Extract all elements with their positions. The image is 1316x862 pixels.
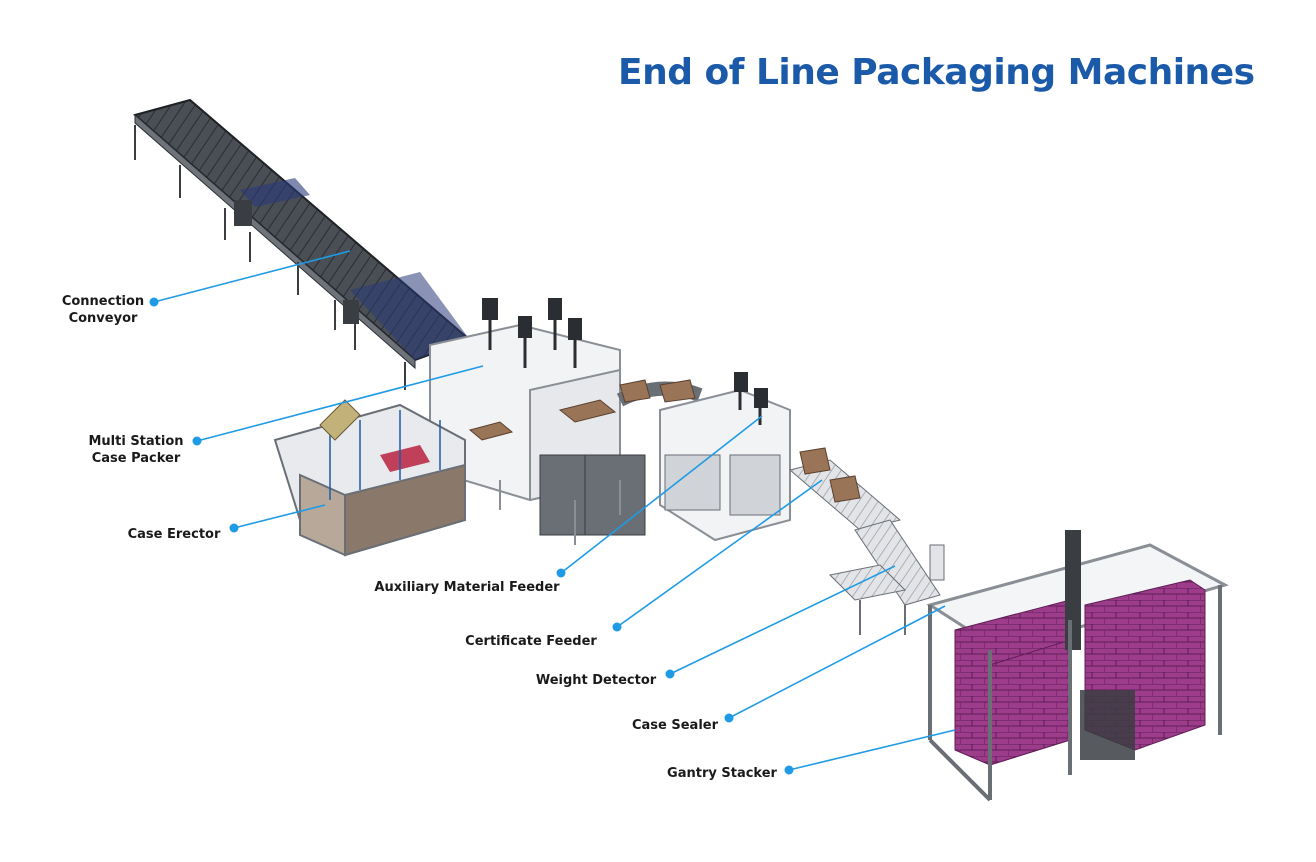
leader-line-auxiliary-feeder	[560, 415, 763, 574]
leader-line-weight-detector	[669, 565, 896, 675]
label-connection-conveyor: Connection Conveyor	[52, 293, 154, 327]
leader-dot-case-erector	[229, 523, 239, 533]
leader-dot-auxiliary-feeder	[556, 568, 566, 578]
label-case-packer-line2: Case Packer	[91, 451, 181, 466]
leader-dots	[149, 297, 794, 775]
diagram-title: End of Line Packaging Machines	[618, 52, 1255, 93]
label-gantry-stacker: Gantry Stacker	[660, 765, 784, 782]
leader-line-certificate-feeder	[616, 479, 823, 628]
label-case-packer: Multi Station Case Packer	[83, 433, 189, 467]
weight-and-sealer-drawing	[788, 447, 945, 635]
leader-line-case-erector	[233, 504, 326, 529]
label-auxiliary-feeder-text: Auxiliary Material Feeder	[374, 580, 560, 595]
leader-line-case-sealer	[728, 605, 946, 719]
label-case-erector: Case Erector	[120, 526, 228, 543]
leader-dot-connection-conveyor	[149, 297, 159, 307]
leader-dot-weight-detector	[665, 669, 675, 679]
curved-conveyor-drawing	[616, 379, 703, 407]
label-connection-conveyor-line1: Connection	[61, 294, 145, 309]
leader-lines	[153, 250, 956, 771]
leader-line-connection-conveyor	[153, 250, 351, 303]
case-erector-drawing	[273, 399, 466, 557]
connection-conveyor-drawing	[132, 98, 472, 390]
label-certificate-feeder-text: Certificate Feeder	[465, 634, 597, 649]
label-certificate-feeder: Certificate Feeder	[455, 633, 607, 650]
leader-line-case-packer	[196, 365, 484, 442]
label-weight-detector-text: Weight Detector	[535, 673, 657, 688]
label-case-packer-line1: Multi Station	[88, 434, 184, 449]
label-case-sealer-text: Case Sealer	[631, 718, 719, 733]
label-gantry-stacker-text: Gantry Stacker	[667, 766, 777, 781]
gantry-stacker-drawing	[926, 530, 1229, 802]
label-weight-detector: Weight Detector	[530, 672, 662, 689]
leader-dot-case-sealer	[724, 713, 734, 723]
auxiliary-feeder-drawing	[659, 372, 791, 542]
label-auxiliary-feeder: Auxiliary Material Feeder	[362, 579, 572, 596]
leader-dot-case-packer	[192, 436, 202, 446]
leader-line-gantry-stacker	[788, 729, 956, 771]
label-case-erector-text: Case Erector	[127, 527, 221, 542]
leader-dot-gantry-stacker	[784, 765, 794, 775]
label-connection-conveyor-line2: Conveyor	[68, 311, 138, 326]
leader-dot-certificate-feeder	[612, 622, 622, 632]
label-case-sealer: Case Sealer	[625, 717, 725, 734]
